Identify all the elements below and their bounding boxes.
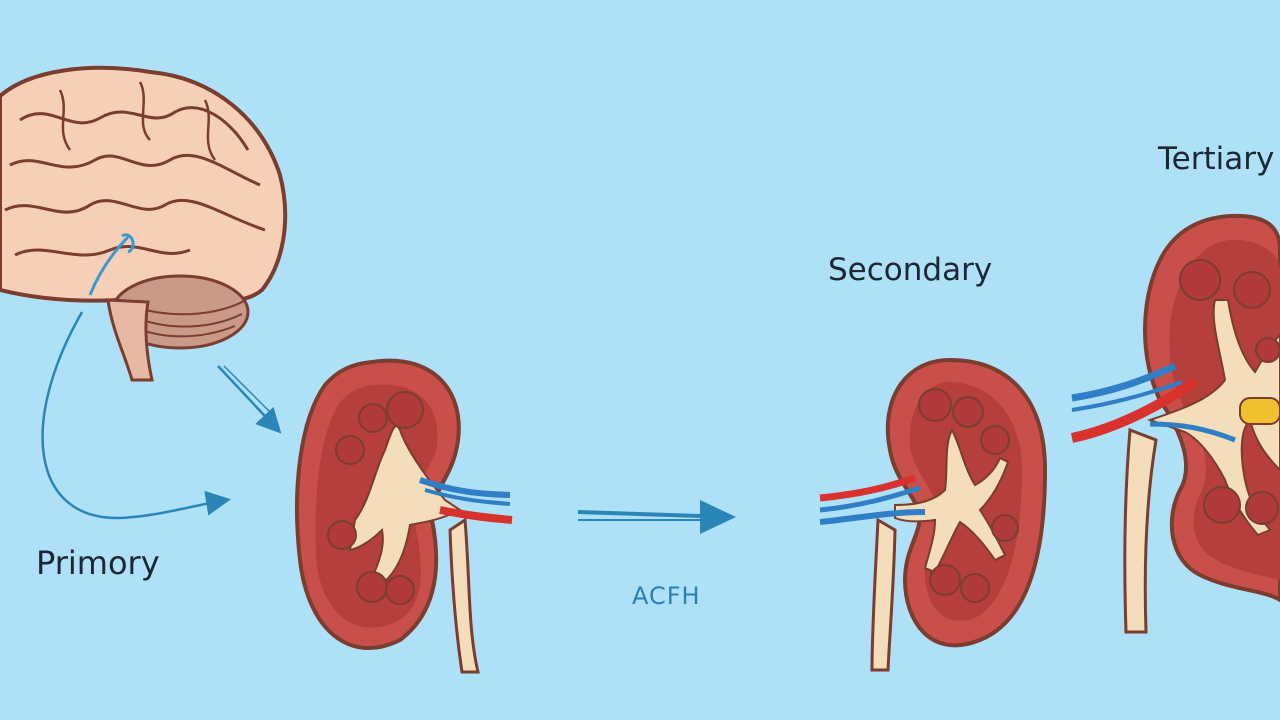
arrow-icon [577, 500, 736, 534]
brain-icon [0, 65, 288, 382]
adrenal-nodule-icon [1239, 397, 1280, 425]
curved-arrow-icon [41, 311, 231, 520]
primary-label: Primory [36, 544, 160, 582]
tertiary-label: Tertiary [1158, 141, 1275, 177]
hormone-label: ACFH [632, 582, 701, 610]
kidney-icon [295, 358, 513, 674]
secondary-label: Secondary [828, 252, 993, 288]
arrow-icon [217, 365, 282, 434]
kidney-icon [819, 357, 1048, 672]
kidney-icon [1070, 213, 1280, 634]
